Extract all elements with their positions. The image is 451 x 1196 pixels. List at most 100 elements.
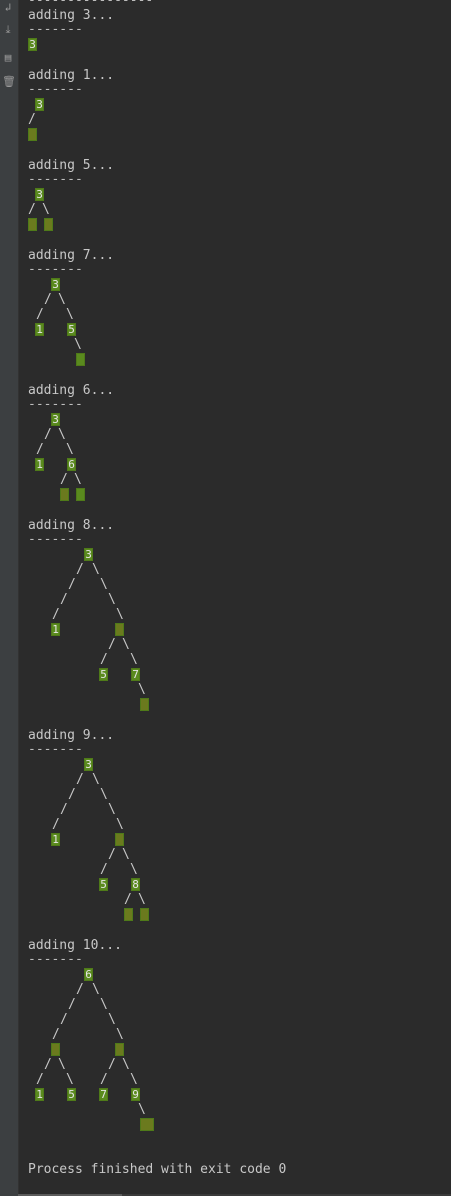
tree-node: 5: [67, 1088, 76, 1101]
tree-edge: \: [130, 862, 138, 877]
scroll-to-end-icon[interactable]: ⤓: [5, 23, 11, 36]
tree-edge: \: [92, 562, 100, 577]
tree-edge: \: [116, 607, 124, 622]
separator-dashes: -------: [28, 82, 83, 97]
block-label: adding 5...: [28, 158, 115, 173]
process-exit-message: Process finished with exit code 0: [28, 1162, 287, 1177]
tree-edge: \: [108, 1012, 116, 1027]
tree-node: 3: [84, 758, 93, 771]
trash-icon[interactable]: 🗑: [2, 75, 16, 88]
tree-edge: \: [138, 682, 146, 697]
tree-node: [76, 488, 85, 501]
tree-edge: /: [60, 592, 68, 607]
separator-dashes: -------: [28, 952, 83, 967]
tree-node: 3: [84, 548, 93, 561]
tree-edge: /: [108, 847, 116, 862]
tree-node: [28, 218, 37, 231]
tree-edge: /: [60, 472, 68, 487]
tree-node: 1: [35, 1088, 44, 1101]
tree-node: 6: [67, 458, 76, 471]
tree-edge: \: [122, 1057, 130, 1072]
tree-edge: \: [122, 847, 130, 862]
tree-node: 1: [51, 623, 60, 636]
scrollbar-thumb[interactable]: [18, 1194, 122, 1196]
tree-edge: \: [74, 472, 82, 487]
tree-edge: \: [58, 292, 66, 307]
block-label: adding 3...: [28, 8, 115, 23]
tree-node: 1: [35, 323, 44, 336]
tree-edge: \: [116, 817, 124, 832]
tree-node: [51, 1043, 60, 1056]
tree-edge: /: [36, 1072, 44, 1087]
console-output[interactable]: ---------------- adding 3... ------- 3 a…: [18, 0, 451, 1196]
tree-node: 3: [51, 413, 60, 426]
separator-dashes: -------: [28, 532, 83, 547]
tree-edge: \: [116, 1027, 124, 1042]
tree-edge: \: [138, 1102, 146, 1117]
tree-edge: \: [58, 1057, 66, 1072]
tree-edge: /: [28, 202, 36, 217]
separator-dashes: -------: [28, 262, 83, 277]
tree-node: [124, 908, 133, 921]
block-label: adding 6...: [28, 383, 115, 398]
tree-edge: /: [68, 997, 76, 1012]
tree-node: [140, 1118, 154, 1131]
tree-edge: /: [76, 772, 84, 787]
tree-node: [28, 128, 37, 141]
tree-node: 3: [35, 98, 44, 111]
tree-edge: \: [138, 892, 146, 907]
separator-dashes: -------: [28, 742, 83, 757]
tree-edge: /: [44, 427, 52, 442]
tree-edge: /: [124, 892, 132, 907]
tree-edge: \: [66, 307, 74, 322]
tree-node: [115, 1043, 124, 1056]
tree-edge: \: [66, 442, 74, 457]
tree-edge: /: [44, 1057, 52, 1072]
tree-node: [44, 218, 53, 231]
tree-edge: /: [100, 862, 108, 877]
tree-node: [115, 623, 124, 636]
tree-edge: /: [108, 637, 116, 652]
horizontal-scrollbar[interactable]: [18, 1194, 451, 1196]
tree-edge: /: [68, 577, 76, 592]
separator-dashes: -------: [28, 172, 83, 187]
tree-edge: /: [60, 802, 68, 817]
tree-node: 3: [35, 188, 44, 201]
tree-edge: \: [108, 592, 116, 607]
tree-node: 6: [84, 968, 93, 981]
tree-node: [60, 488, 69, 501]
block-label: adding 1...: [28, 68, 115, 83]
tree-edge: \: [130, 652, 138, 667]
tree-edge: /: [108, 1057, 116, 1072]
separator-dashes: -------: [28, 22, 83, 37]
tree-node: 1: [35, 458, 44, 471]
tree-edge: \: [92, 982, 100, 997]
tree-edge: \: [100, 577, 108, 592]
tree-edge: \: [122, 637, 130, 652]
tree-edge: /: [76, 562, 84, 577]
soft-wrap-icon[interactable]: ↲: [4, 1, 12, 14]
tree-edge: /: [100, 1072, 108, 1087]
tree-edge: /: [52, 1027, 60, 1042]
console-gutter: ↲ ⤓ ▤ 🗑: [0, 0, 19, 1196]
tree-node: 7: [131, 668, 140, 681]
tree-edge: /: [36, 442, 44, 457]
tree-edge: \: [58, 427, 66, 442]
tree-edge: /: [68, 787, 76, 802]
tree-edge: /: [52, 817, 60, 832]
separator-rule: ----------------: [28, 0, 154, 8]
block-label: adding 8...: [28, 518, 115, 533]
tree-edge: \: [108, 802, 116, 817]
tree-node: [140, 908, 149, 921]
tree-node: [115, 833, 124, 846]
tree-node: 9: [131, 1088, 140, 1101]
separator-dashes: -------: [28, 397, 83, 412]
tree-edge: \: [66, 1072, 74, 1087]
tree-node: [140, 698, 149, 711]
tree-edge: /: [100, 652, 108, 667]
tree-node: [76, 353, 85, 366]
tree-node: 1: [51, 833, 60, 846]
tree-edge: /: [76, 982, 84, 997]
print-icon[interactable]: ▤: [4, 51, 12, 64]
tree-node: 5: [99, 878, 108, 891]
